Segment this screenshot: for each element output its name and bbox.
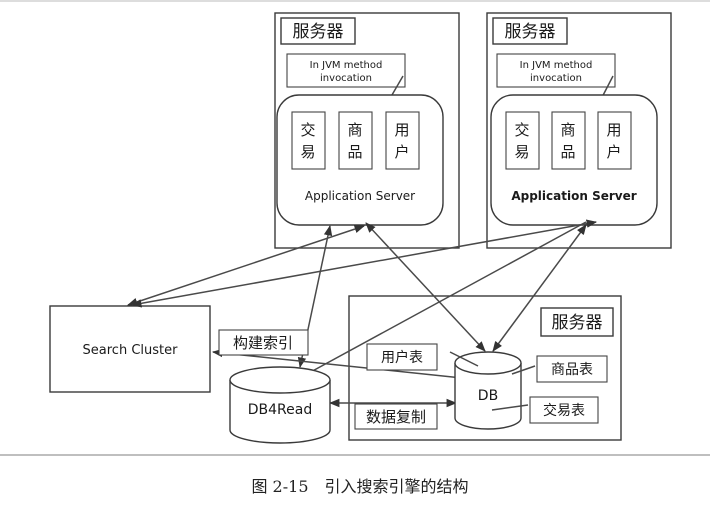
- server-2-title-box: [492, 17, 568, 45]
- server-1-title: 服务器: [293, 22, 344, 42]
- table-goods-label: 商品表: [551, 362, 593, 378]
- replication-label: 数据复制: [366, 408, 426, 426]
- build-index-tag: 构建索引: [218, 329, 309, 356]
- server-2-note-line2: invocation: [530, 73, 582, 84]
- server-2-module-goods-char2: 品: [560, 143, 575, 161]
- search-cluster-box: [49, 305, 211, 393]
- table-trade-box: [529, 396, 599, 424]
- server-1-title-box: [280, 17, 356, 45]
- server-1-module-user: [385, 111, 420, 170]
- server-2: 服务器 In JVM method invocation 交 易 商 品 用 户…: [486, 12, 672, 249]
- db-cylinder: DB: [454, 351, 522, 430]
- table-goods-box: [536, 355, 608, 383]
- server-2-module-goods: [551, 111, 586, 170]
- server-2-app-label: Application Server: [511, 189, 636, 203]
- table-user-box: [366, 343, 438, 371]
- server-2-module-user-char1: 用: [606, 121, 621, 139]
- server-2-module-trade: [505, 111, 540, 170]
- server-1-module-goods: [338, 111, 373, 170]
- table-trade: 交易表: [491, 396, 599, 424]
- table-goods-pointer: [511, 365, 536, 375]
- db-server-title: 服务器: [552, 313, 603, 333]
- db-label: DB: [478, 388, 498, 404]
- arrow-search-app1: [127, 225, 365, 306]
- table-trade-label: 交易表: [543, 402, 585, 419]
- build-index-label: 构建索引: [233, 334, 293, 352]
- replication-tag: 数据复制: [354, 403, 438, 430]
- server-2-title: 服务器: [505, 22, 556, 42]
- arrow-app1-db: [365, 222, 486, 352]
- figure-caption: 图 2-15 引入搜索引擎的结构: [251, 477, 468, 496]
- table-goods: 商品表: [511, 355, 608, 383]
- table-user-pointer: [449, 351, 479, 367]
- server-1-module-user-char1: 用: [394, 121, 409, 139]
- table-trade-pointer: [491, 404, 529, 411]
- server-1-module-trade: [291, 111, 326, 170]
- table-user-label: 用户表: [381, 349, 423, 366]
- search-cluster-label: Search Cluster: [83, 343, 179, 358]
- server-1-module-goods-char1: 商: [347, 121, 362, 139]
- db4read-cylinder: DB4Read: [229, 366, 331, 444]
- db-body: [454, 363, 522, 430]
- server-2-module-user-char2: 户: [606, 143, 621, 161]
- arrow-app2-db: [492, 224, 587, 352]
- server-2-note-box: [496, 53, 616, 88]
- db4read-label: DB4Read: [248, 402, 312, 418]
- server-2-module-trade-char2: 易: [514, 143, 529, 161]
- server-1-note-line1: In JVM method: [310, 60, 383, 71]
- server-1: 服务器 In JVM method invocation 交 易 商 品 用 户…: [274, 12, 460, 249]
- server-1-module-trade-char1: 交: [300, 121, 315, 139]
- replication-box: [354, 403, 438, 430]
- server-1-module-user-char2: 户: [394, 143, 409, 161]
- arrow-db-search-index: [211, 348, 463, 379]
- search-cluster: Search Cluster: [49, 305, 211, 393]
- server-2-module-user: [597, 111, 632, 170]
- server-1-module-goods-char2: 品: [347, 143, 362, 161]
- server-1-module-trade-char2: 易: [300, 143, 315, 161]
- server-1-app-label: Application Server: [305, 189, 415, 203]
- table-user: 用户表: [366, 343, 479, 371]
- server-2-module-goods-char1: 商: [560, 121, 575, 139]
- build-index-box: [218, 329, 309, 356]
- server-1-note-line2: invocation: [320, 73, 372, 84]
- server-2-module-trade-char1: 交: [514, 121, 529, 139]
- db-top: [454, 351, 522, 375]
- db4read-body: [229, 380, 331, 444]
- server-2-note-line1: In JVM method: [520, 60, 593, 71]
- server-1-note-box: [286, 53, 406, 88]
- db4read-top: [229, 366, 331, 394]
